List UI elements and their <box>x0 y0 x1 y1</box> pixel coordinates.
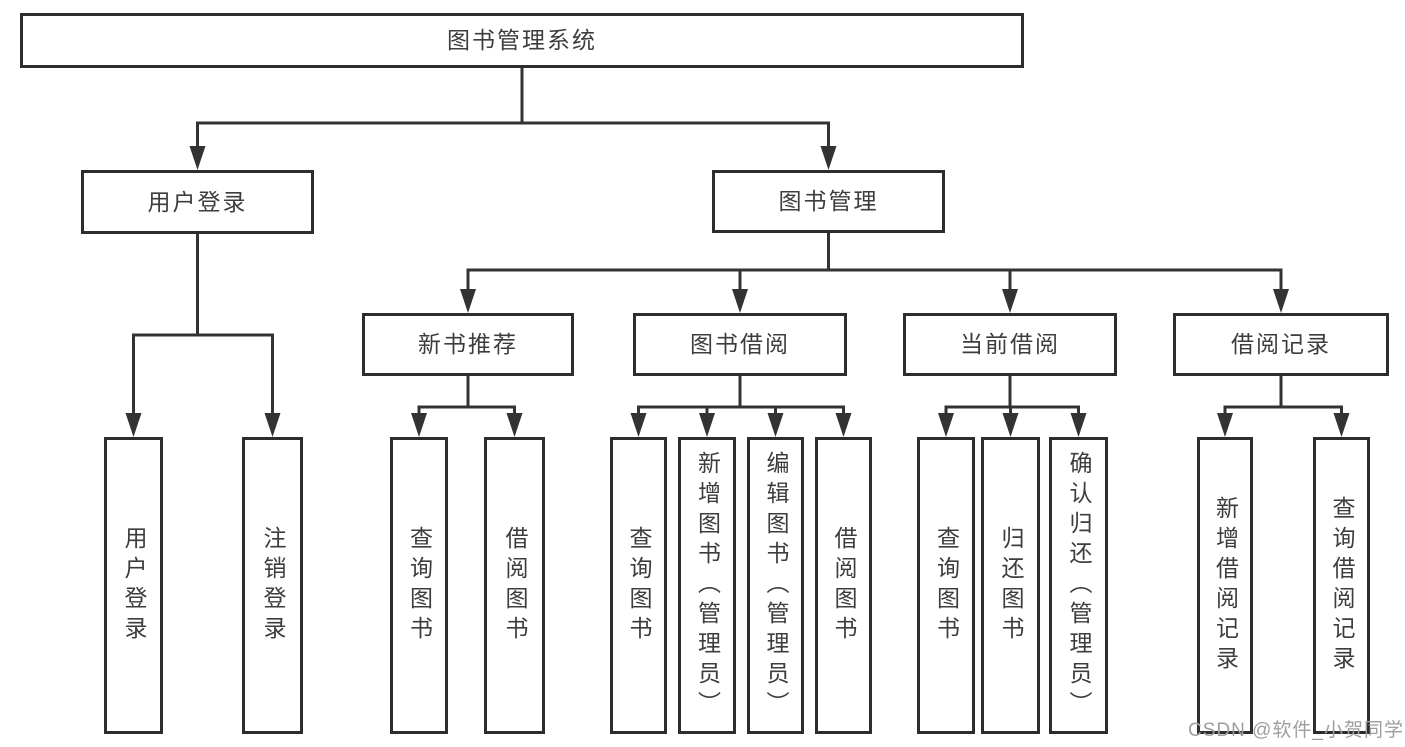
leaf-query-borrow-record: 查询借阅记录 <box>1313 437 1370 734</box>
leaf-logout: 注销登录 <box>242 437 303 734</box>
node-book-borrowing: 图书借阅 <box>633 313 847 376</box>
leaf-borrow-books: 借阅图书 <box>815 437 872 734</box>
leaf-borrow-books-recommend: 借阅图书 <box>484 437 545 734</box>
node-user-login: 用户登录 <box>81 170 314 234</box>
leaf-edit-books-admin: 编辑图书（管理员） <box>747 437 804 734</box>
node-borrowing-records: 借阅记录 <box>1173 313 1389 376</box>
node-book-management: 图书管理 <box>712 170 945 233</box>
leaf-add-borrow-record: 新增借阅记录 <box>1197 437 1253 734</box>
leaf-query-books-borrowing: 查询图书 <box>610 437 667 734</box>
node-current-borrowing: 当前借阅 <box>903 313 1117 376</box>
node-library-management-system: 图书管理系统 <box>20 13 1024 68</box>
leaf-user-login: 用户登录 <box>104 437 163 734</box>
node-new-book-recommendation: 新书推荐 <box>362 313 574 376</box>
leaf-confirm-return-admin: 确认归还（管理员） <box>1049 437 1108 734</box>
leaf-add-books-admin: 新增图书（管理员） <box>678 437 736 734</box>
leaf-query-books-current: 查询图书 <box>917 437 975 734</box>
leaf-query-books-recommend: 查询图书 <box>390 437 448 734</box>
csdn-watermark: CSDN @软件_小贺同学 <box>1188 720 1404 741</box>
leaf-return-books: 归还图书 <box>981 437 1040 734</box>
